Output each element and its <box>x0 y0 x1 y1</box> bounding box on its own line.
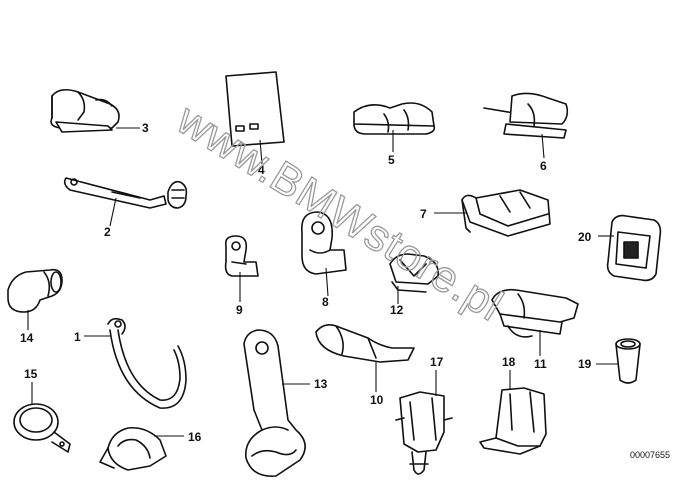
part-14-cap[interactable] <box>7 268 63 313</box>
label-15: 15 <box>24 367 38 381</box>
label-16: 16 <box>188 430 202 444</box>
label-6: 6 <box>540 159 547 173</box>
label-10: 10 <box>370 393 384 407</box>
label-7: 7 <box>420 207 427 221</box>
label-2: 2 <box>104 225 111 239</box>
part-15-ring-clamp[interactable] <box>13 403 71 453</box>
label-18: 18 <box>502 355 516 369</box>
part-13-loop-clip[interactable] <box>243 329 306 477</box>
part-12-clip[interactable] <box>389 253 440 293</box>
part-2-bracket[interactable] <box>63 177 188 209</box>
part-10-bent-clip[interactable] <box>315 324 415 363</box>
label-4: 4 <box>258 163 265 177</box>
part-7-plate-clip[interactable] <box>461 189 551 237</box>
part-18-double-bracket[interactable] <box>479 387 547 455</box>
label-8: 8 <box>322 295 329 309</box>
label-17: 17 <box>430 355 444 369</box>
part-17-plug-clip[interactable] <box>395 391 453 475</box>
part-19-sleeve[interactable] <box>615 338 641 384</box>
part-16-clamp[interactable] <box>99 426 167 471</box>
label-20: 20 <box>578 230 592 244</box>
part-20-grommet[interactable] <box>606 214 662 282</box>
part-4-label-card[interactable] <box>225 71 285 147</box>
part-8-clip[interactable] <box>301 211 347 275</box>
label-9: 9 <box>236 303 243 317</box>
part-1-strap[interactable] <box>107 317 187 409</box>
drawing-number: 00007655 <box>630 450 670 460</box>
part-6-clip[interactable] <box>483 92 569 139</box>
label-13: 13 <box>314 377 328 391</box>
label-19: 19 <box>578 357 592 371</box>
label-11: 11 <box>534 357 547 371</box>
label-12: 12 <box>390 303 404 317</box>
label-14: 14 <box>20 331 34 345</box>
part-3-clip[interactable] <box>50 88 120 133</box>
label-1: 1 <box>74 330 81 344</box>
part-11-double-clip[interactable] <box>491 288 579 338</box>
part-5-clip[interactable] <box>353 102 436 135</box>
label-3: 3 <box>142 121 149 135</box>
part-9-clip[interactable] <box>224 235 259 277</box>
label-5: 5 <box>388 153 395 167</box>
